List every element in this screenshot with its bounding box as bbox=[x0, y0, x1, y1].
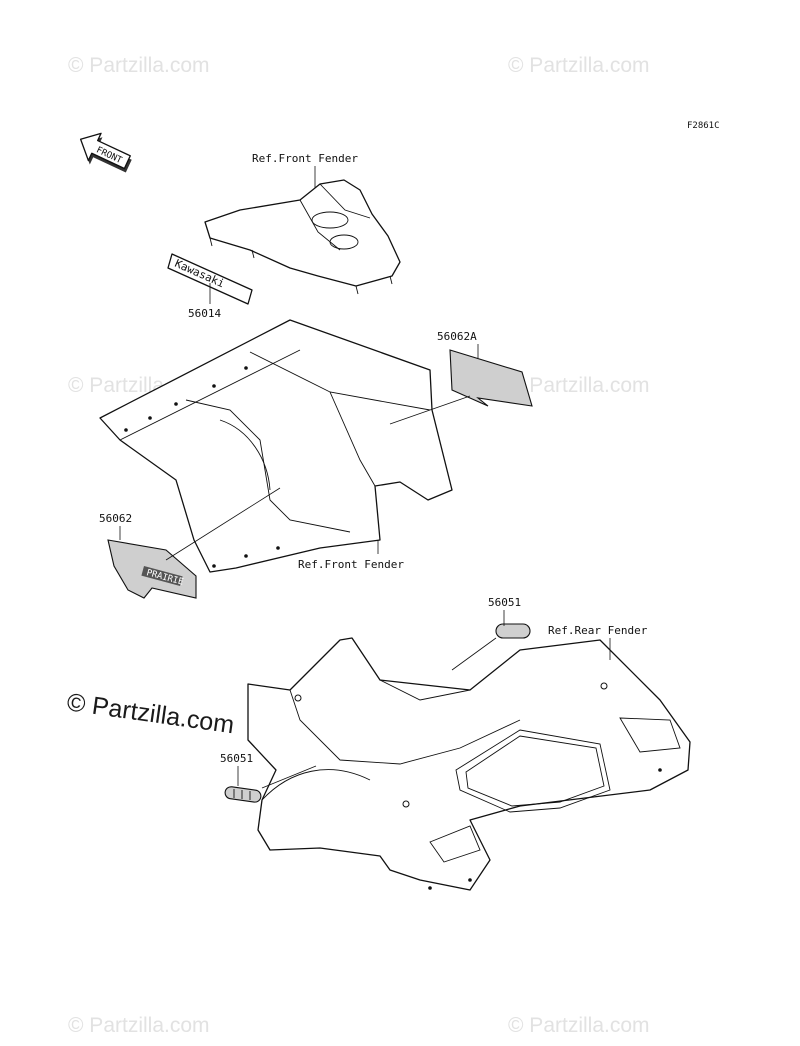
watermark-top-left: © Partzilla.com bbox=[68, 54, 210, 77]
watermark-main: © Partzilla.com bbox=[65, 688, 236, 739]
front-direction-arrow: FRONT bbox=[79, 132, 132, 173]
decal-56062A bbox=[449, 349, 533, 407]
figure-code: F2861C bbox=[687, 121, 720, 131]
label-56014: 56014 bbox=[188, 307, 221, 320]
watermark-bottom-left: © Partzilla.com bbox=[68, 1014, 210, 1037]
reflector-56051-upper bbox=[495, 623, 531, 639]
front-fender-main-part bbox=[99, 319, 453, 573]
label-56051-lower: 56051 bbox=[220, 752, 253, 765]
label-56051-upper: 56051 bbox=[488, 596, 521, 609]
watermark-top-right: © Partzilla.com bbox=[508, 54, 650, 77]
label-56062: 56062 bbox=[99, 512, 132, 525]
label-rear-fender: Ref.Rear Fender bbox=[548, 624, 648, 637]
label-front-fender-top: Ref.Front Fender bbox=[252, 152, 358, 165]
watermark-group: © Partzilla.com © Partzilla.com © Partzi… bbox=[68, 54, 650, 1037]
decal-56062: PRAIRIE bbox=[107, 539, 197, 599]
watermark-mid-right: © Partzilla.com bbox=[508, 374, 650, 397]
front-fender-upper-part bbox=[204, 179, 401, 295]
watermark-bottom-right: © Partzilla.com bbox=[508, 1014, 650, 1037]
rear-fender-part bbox=[247, 637, 691, 891]
label-front-fender-bottom: Ref.Front Fender bbox=[298, 558, 404, 571]
label-56062A: 56062A bbox=[437, 330, 477, 343]
reflector-56051-lower bbox=[224, 786, 262, 803]
